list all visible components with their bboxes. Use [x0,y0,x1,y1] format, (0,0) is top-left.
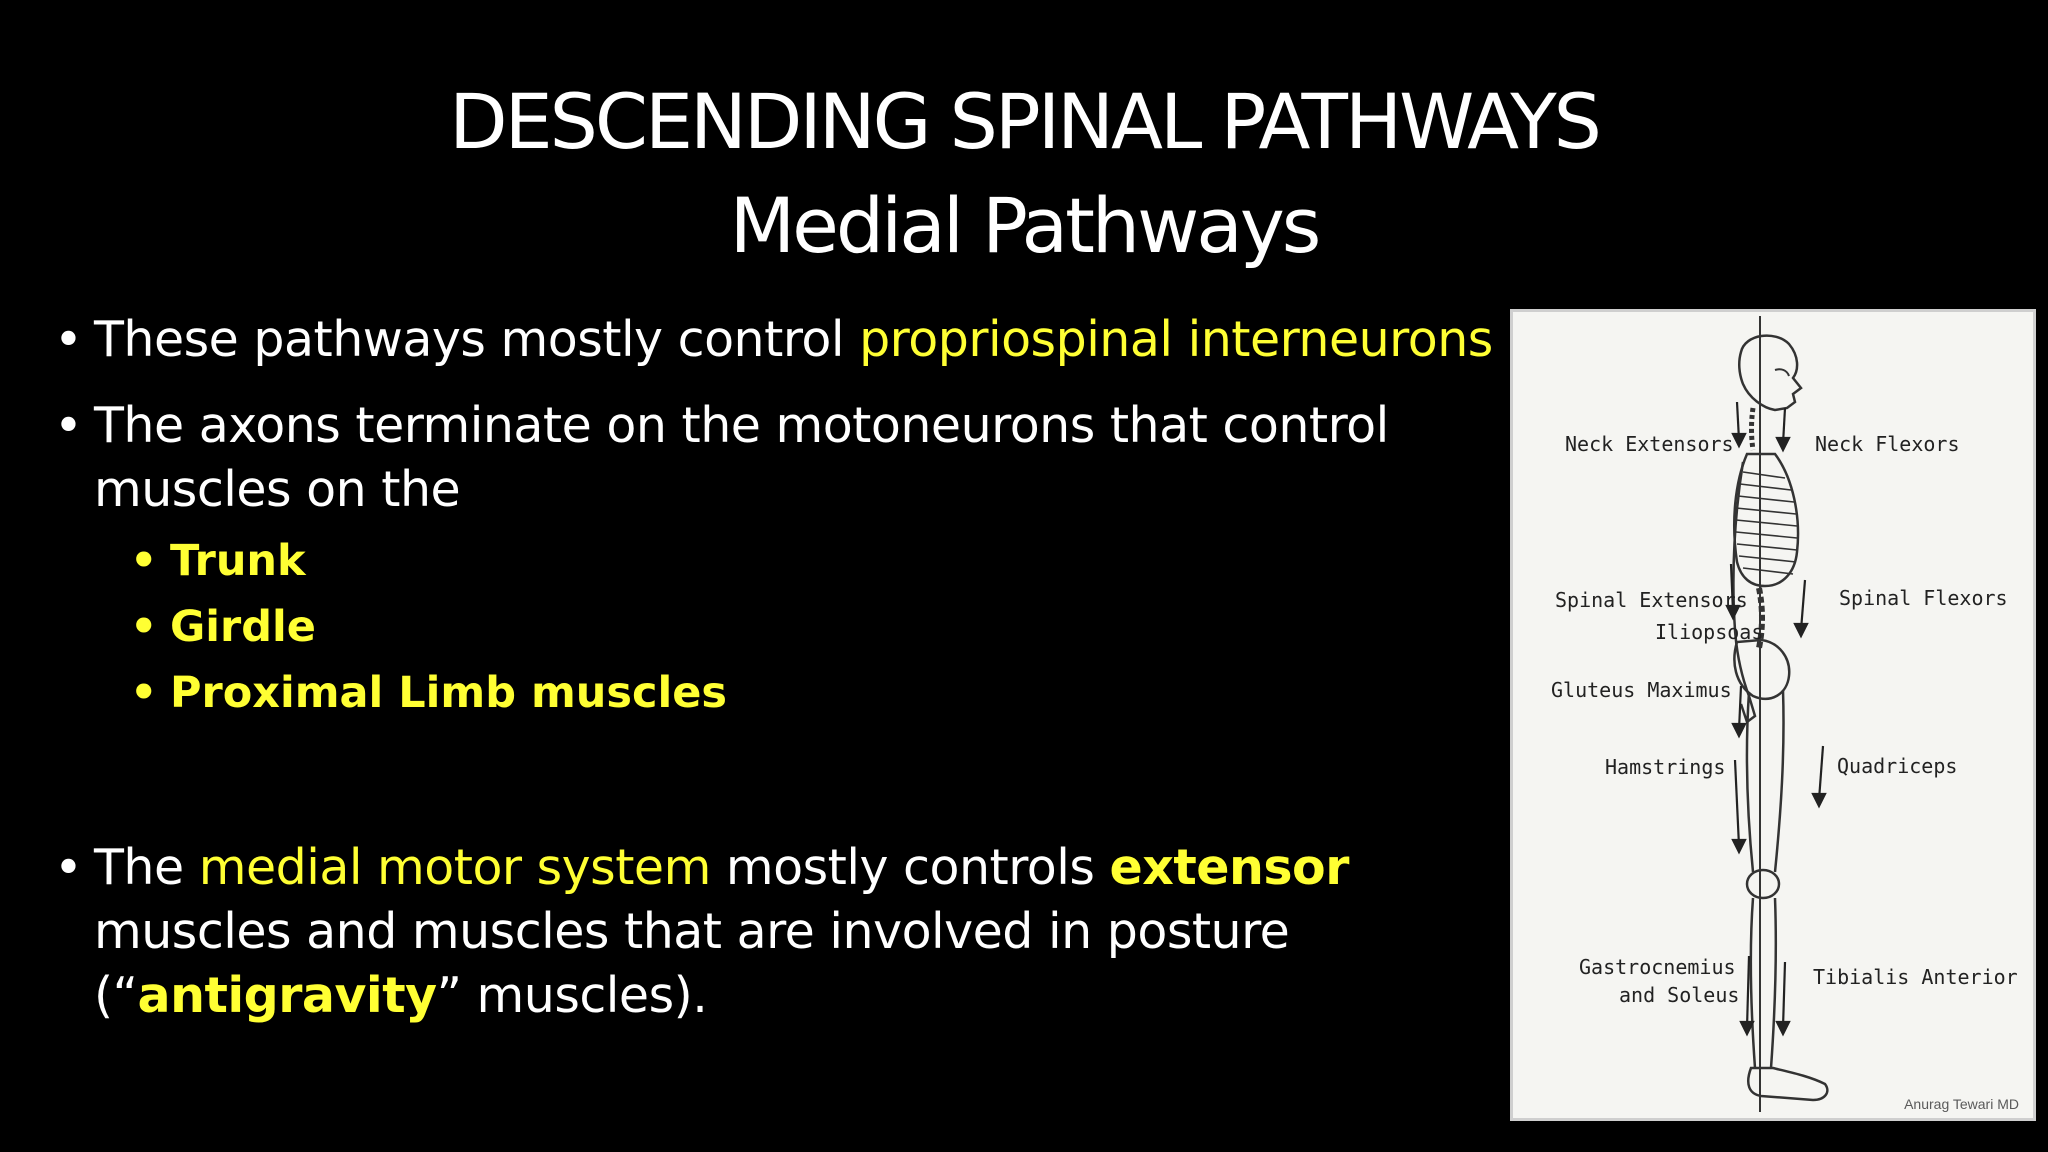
rib-cage [1733,452,1800,588]
cervical-spine [1749,407,1756,451]
label-neck-flexors: Neck Flexors [1815,432,1960,456]
bullet-1-highlight: propriospinal interneurons [859,311,1493,368]
femur-front [1773,689,1785,873]
muscle-arrows [1725,401,1827,1037]
bullet-3-text-a: The [94,839,199,896]
sub-bullet-label: Trunk [170,536,306,586]
sub-bullet-marker: • [130,668,158,718]
tibia-back [1749,897,1757,1069]
knee [1745,868,1781,900]
arm [1732,461,1757,725]
label-gastrocnemius: Gastrocnemius [1579,955,1736,979]
author-watermark: Anurag Tewari MD [1904,1096,2019,1112]
bullet-2-text: The axons terminate on the motoneurons t… [94,397,1389,518]
bullet-3-text-b: mostly controls [710,839,1110,896]
label-quadriceps: Quadriceps [1837,754,1958,778]
slide-title: DESCENDING SPINAL PATHWAYS Medial Pathwa… [0,70,2048,278]
sub-bullet-trunk: • Trunk [130,528,1514,594]
label-hamstrings: Hamstrings [1605,755,1726,779]
ribs [1735,471,1798,575]
label-tibialis-anterior: Tibialis Anterior [1813,965,2018,989]
sub-bullet-label: Girdle [170,602,316,652]
sub-bullet-proximal-limb: • Proximal Limb muscles [130,660,1514,726]
bullet-3-text-d: ” muscles). [436,967,708,1024]
bullet-item-1: • These pathways mostly control proprios… [54,308,1514,372]
label-and-soleus: and Soleus [1619,983,1740,1007]
bullet-item-2: • The axons terminate on the motoneurons… [54,394,1474,522]
sub-bullet-list: • Trunk • Girdle • Proximal Limb muscles [130,528,1514,726]
bullet-marker: • [54,839,83,896]
eye-socket [1774,368,1790,377]
sub-bullet-girdle: • Girdle [130,594,1514,660]
bullet-1-text: These pathways mostly control [94,311,860,368]
title-line-2: Medial Pathways [729,181,1322,270]
bullet-3-text-c: muscles and muscles that are involved in… [94,903,1290,1024]
title-line-1: DESCENDING SPINAL PATHWAYS [449,77,1602,166]
skeleton-illustration [1725,316,1829,1112]
label-spinal-flexors: Spinal Flexors [1839,586,2008,610]
label-neck-extensors: Neck Extensors [1565,432,1734,456]
label-iliopsoas: Iliopsoas [1655,620,1764,644]
skull [1738,334,1803,412]
label-gluteus-maximus: Gluteus Maximus [1551,678,1732,702]
sub-bullet-marker: • [130,602,158,652]
tibia-front [1769,897,1778,1069]
posture-muscles-figure: Neck Extensors Neck Flexors Spinal Exten… [1510,309,2036,1121]
sub-bullet-marker: • [130,536,158,586]
bullet-item-3: • The medial motor system mostly control… [54,836,1454,1028]
foot [1747,1066,1829,1102]
lumbar-spine [1756,587,1765,649]
bullet-3-highlight: medial motor system [198,839,712,896]
bullet-marker: • [54,311,83,368]
pelvis [1733,638,1791,701]
sub-bullet-label: Proximal Limb muscles [170,668,727,718]
label-spinal-extensors: Spinal Extensors [1555,588,1748,612]
bullet-marker: • [54,397,83,454]
femur-back [1745,691,1755,873]
bullet-3-bold-antigravity: antigravity [137,967,438,1024]
bullet-list: • These pathways mostly control proprios… [54,308,1514,1028]
bullet-3-bold-extensor: extensor [1109,839,1349,896]
